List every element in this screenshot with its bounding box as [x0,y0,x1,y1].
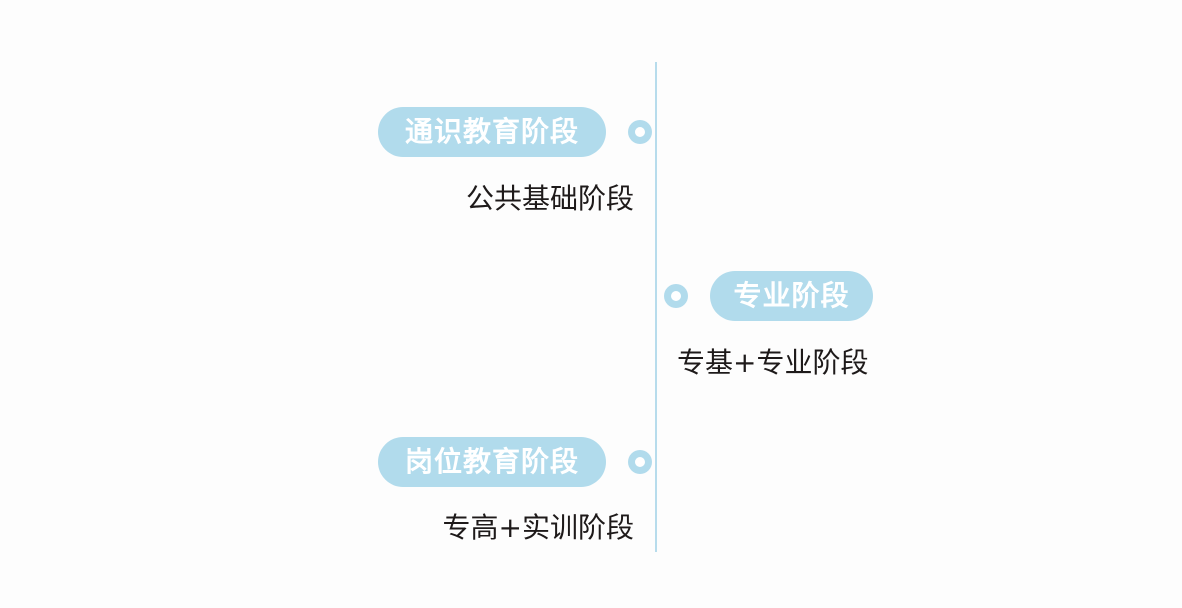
stage-3-title-pill: 岗位教育阶段 [378,437,606,487]
stage-3-subtitle: 专高+实训阶段 [442,511,634,544]
stage-2-title-pill: 专业阶段 [710,271,873,321]
stage-2-marker-dot [664,284,688,308]
stage-2-subtitle: 专基+专业阶段 [677,346,869,379]
stage-1-marker-dot [628,120,652,144]
stage-3-marker-dot [628,450,652,474]
timeline-vertical-line [655,62,657,552]
stage-1-subtitle: 公共基础阶段 [465,182,634,215]
stage-1-title-pill: 通识教育阶段 [378,107,606,157]
